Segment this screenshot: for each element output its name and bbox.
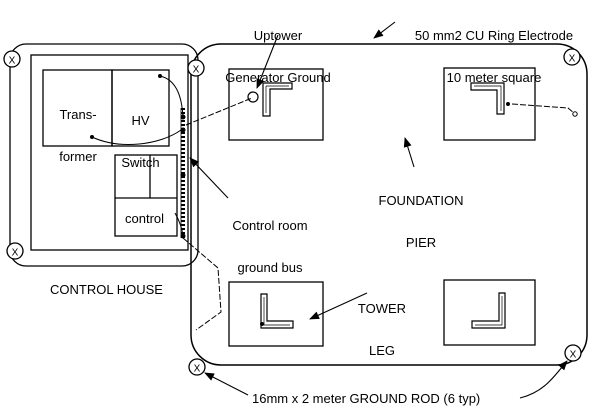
pier-label-line1: FOUNDATION — [378, 193, 464, 208]
ring-leader — [373, 21, 396, 39]
bus-label-line1: Control room — [232, 218, 308, 233]
hv-switch-box — [111, 69, 170, 147]
control-house-outline — [9, 43, 199, 267]
tower-leg-bottom-right — [471, 292, 506, 329]
tower-leg-top-left — [262, 82, 293, 117]
transformer-label: Trans- former — [48, 80, 108, 178]
bus-leader — [189, 157, 229, 199]
ground-rod-label: 16mm x 2 meter GROUND ROD (6 typ) — [252, 391, 481, 406]
uptower-label-line2: Generator Ground — [225, 70, 331, 85]
ring-electrode — [190, 43, 588, 366]
bus-label-line2: ground bus — [237, 260, 303, 275]
hv-switch-label: HV Switch — [113, 86, 168, 184]
uptower-label: Uptower Generator Ground — [218, 1, 338, 99]
tower-label-line1: TOWER — [357, 301, 407, 316]
foundation-pier-bottom-right — [443, 279, 536, 346]
ground-rod-2: X — [187, 59, 205, 77]
tower-leader — [309, 292, 368, 320]
control-house-label: CONTROL HOUSE — [50, 282, 163, 297]
ground-bus-label: Control room ground bus — [222, 191, 318, 289]
foundation-pier-label: FOUNDATION PIER — [366, 166, 476, 264]
svg-text:X: X — [569, 54, 576, 65]
uptower-leader — [256, 34, 279, 89]
hv-label-line2: Switch — [121, 155, 160, 170]
ground-rod-1: X — [3, 50, 21, 68]
uptower-label-line1: Uptower — [253, 28, 303, 43]
uptower-ground-point — [247, 91, 259, 103]
svg-text:X: X — [194, 364, 201, 375]
tower-label-line2: LEG — [368, 343, 395, 358]
hv-label-line1: HV — [131, 113, 150, 128]
ring-label-line1: 50 mm2 CU Ring Electrode — [414, 28, 574, 43]
rod-leader-right — [519, 360, 568, 399]
transformer-label-line1: Trans- — [59, 107, 97, 122]
rod-leader-left — [204, 372, 249, 396]
ring-electrode-label: 50 mm2 CU Ring Electrode 10 meter square — [392, 1, 596, 99]
tower-leg-top-right — [470, 82, 505, 115]
svg-text:X: X — [193, 65, 200, 76]
control-label: control — [125, 211, 165, 226]
transformer-label-line2: former — [59, 149, 97, 164]
tower-leg-bottom-left — [260, 293, 294, 329]
pier-leader — [403, 137, 415, 168]
ground-rod-6: X — [564, 344, 582, 362]
foundation-pier-top-left — [228, 68, 324, 141]
svg-text:X: X — [12, 248, 19, 259]
foundation-pier-top-right — [443, 67, 536, 141]
ground-rod-5: X — [188, 358, 206, 376]
ground-rod-3: X — [6, 242, 24, 260]
svg-text:X: X — [9, 56, 16, 67]
control-cabinet — [114, 154, 178, 237]
ground-rod-4: X — [563, 48, 581, 66]
foundation-pier-bottom-left — [228, 281, 324, 347]
ring-label-line2: 10 meter square — [446, 70, 542, 85]
control-house-inner — [30, 54, 189, 251]
svg-text:X: X — [570, 350, 577, 361]
pier-label-line2: PIER — [405, 235, 437, 250]
tower-leg-label: TOWER LEG — [352, 274, 412, 372]
